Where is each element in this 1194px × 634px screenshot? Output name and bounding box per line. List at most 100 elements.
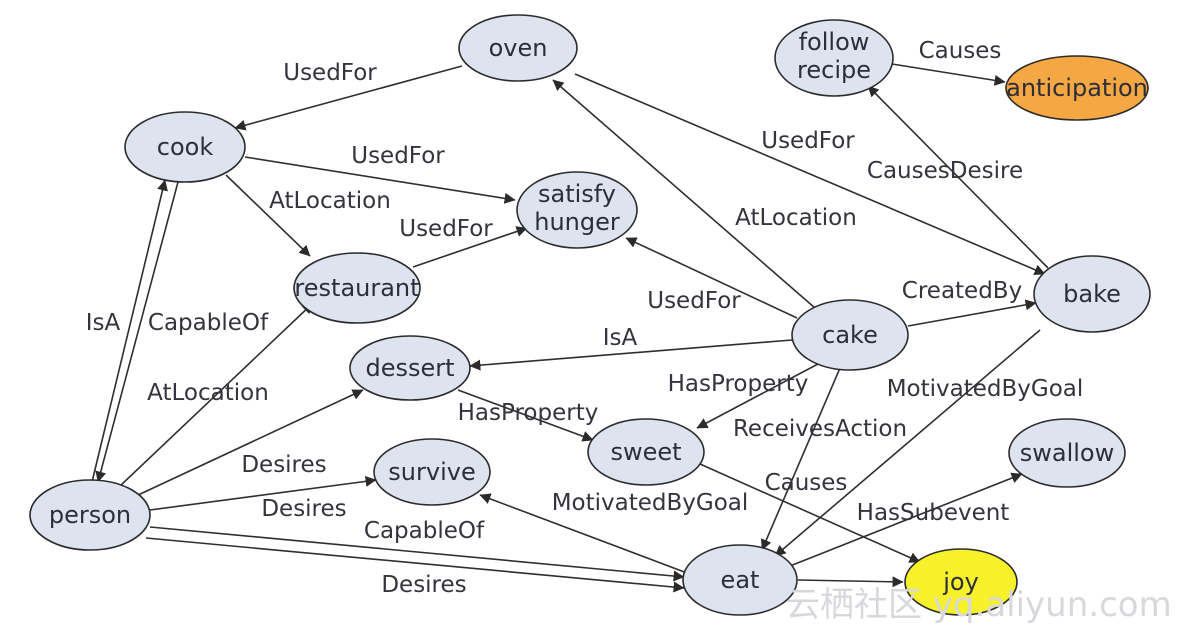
- label-cake-sweet: HasProperty: [668, 371, 809, 397]
- node-survive[interactable]: survive: [373, 438, 491, 506]
- label-person-cook-capable: CapableOf: [148, 310, 269, 336]
- node-follow-recipe[interactable]: follow recipe: [774, 19, 894, 97]
- label-bake-follow: CausesDesire: [867, 158, 1023, 184]
- node-cake-shape: [791, 299, 909, 371]
- label-restaurant-hunger: UsedFor: [399, 216, 493, 242]
- label-person-survive: Desires: [261, 496, 346, 522]
- node-eat-shape: [682, 544, 798, 616]
- edge-cake-eat: [761, 367, 841, 551]
- edge-dessert-sweet: [457, 389, 594, 442]
- node-satisfy-hunger[interactable]: satisfy hunger: [516, 171, 638, 249]
- edge-person-eat-1: [149, 526, 685, 582]
- node-dessert-label: dessert: [365, 354, 454, 382]
- edge-eat-swallow: [789, 472, 1023, 567]
- edge-cake-oven: [552, 79, 816, 309]
- node-cook[interactable]: cook: [124, 111, 246, 183]
- node-swallow-label: swallow: [1020, 439, 1115, 467]
- node-bake-label: bake: [1063, 280, 1121, 308]
- edge-oven-bake: [574, 73, 1046, 275]
- edge-bake-follow: [867, 85, 1049, 269]
- node-restaurant-label: restaurant: [294, 274, 419, 302]
- label-person-dessert: Desires: [241, 452, 326, 478]
- edge-person-cook-isa: [91, 179, 168, 483]
- label-cake-eat: ReceivesAction: [733, 416, 907, 442]
- node-follow-recipe-label-1: follow: [799, 28, 870, 56]
- node-person-shape: [29, 479, 151, 551]
- label-oven-bake: UsedFor: [761, 128, 855, 154]
- node-anticipation[interactable]: anticipation: [1005, 55, 1149, 121]
- edges: [91, 63, 1049, 593]
- label-person-restaurant: AtLocation: [147, 380, 269, 406]
- node-restaurant[interactable]: restaurant: [293, 252, 421, 324]
- label-oven-cook: UsedFor: [283, 60, 377, 86]
- edge-person-restaurant: [119, 302, 314, 487]
- watermark-text: 云栖社区 yq.aliyun.com: [786, 585, 1172, 625]
- node-cook-label: cook: [157, 133, 214, 161]
- label-eat-survive: CapableOf: [364, 518, 485, 544]
- label-bake-eat: MotivatedByGoal: [887, 376, 1084, 402]
- edge-follow-anticipation: [891, 63, 1006, 86]
- node-person[interactable]: person: [29, 479, 151, 551]
- node-swallow[interactable]: swallow: [1008, 418, 1126, 488]
- node-joy-label: joy: [942, 568, 979, 596]
- edge-cook-person-capable: [95, 181, 179, 483]
- edge-person-dessert: [135, 389, 364, 497]
- node-cake-label: cake: [822, 321, 878, 349]
- node-survive-shape: [373, 438, 491, 506]
- node-anticipation-shape: [1005, 55, 1149, 121]
- label-cook-restaurant: AtLocation: [269, 188, 391, 214]
- label-cook-hunger: UsedFor: [351, 143, 445, 169]
- label-sweet-joy: MotivatedByGoal: [552, 490, 749, 516]
- edge-cook-restaurant: [225, 174, 311, 257]
- node-bake-shape: [1033, 255, 1151, 333]
- edge-bake-eat: [774, 329, 1041, 557]
- node-oven[interactable]: oven: [458, 14, 578, 82]
- node-oven-label: oven: [489, 34, 548, 62]
- label-cake-dessert: IsA: [603, 325, 638, 351]
- node-bake[interactable]: bake: [1033, 255, 1151, 333]
- edge-restaurant-hunger: [412, 226, 528, 268]
- node-dessert[interactable]: dessert: [349, 335, 471, 401]
- node-cake[interactable]: cake: [791, 299, 909, 371]
- node-joy[interactable]: joy: [904, 548, 1018, 616]
- edge-labels: UsedFor UsedFor Causes CausesDesire Used…: [86, 38, 1084, 598]
- label-dessert-sweet: HasProperty: [458, 400, 599, 426]
- edge-person-eat-2: [145, 537, 685, 593]
- node-sweet-label: sweet: [610, 438, 681, 466]
- node-satisfy-hunger-shape: [516, 171, 638, 249]
- edge-cake-bake: [907, 299, 1037, 327]
- node-follow-recipe-shape: [774, 19, 894, 97]
- node-survive-label: survive: [388, 458, 475, 486]
- label-person-eat: Desires: [381, 572, 466, 598]
- edge-person-survive: [149, 475, 377, 511]
- label-follow-anticipation: Causes: [919, 38, 1002, 64]
- node-eat[interactable]: eat: [682, 544, 798, 616]
- node-swallow-shape: [1008, 418, 1126, 488]
- edge-eat-survive: [479, 493, 688, 574]
- node-sweet-shape: [587, 418, 705, 486]
- node-joy-shape: [904, 548, 1018, 616]
- edge-cake-sweet: [696, 363, 819, 429]
- node-restaurant-shape: [293, 252, 421, 324]
- label-cake-oven: AtLocation: [735, 205, 857, 231]
- node-oven-shape: [458, 14, 578, 82]
- edge-cake-dessert: [469, 339, 793, 371]
- edge-eat-joy: [797, 576, 904, 588]
- node-anticipation-label: anticipation: [1006, 74, 1148, 102]
- node-eat-label: eat: [721, 566, 760, 594]
- node-satisfy-hunger-label-1: satisfy: [538, 180, 616, 208]
- label-eat-swallow: HasSubevent: [857, 500, 1010, 526]
- node-sweet[interactable]: sweet: [587, 418, 705, 486]
- node-dessert-shape: [349, 335, 471, 401]
- edge-oven-cook: [234, 65, 463, 131]
- edge-cake-hunger: [625, 237, 798, 319]
- edge-cook-hunger: [244, 156, 516, 204]
- label-eat-joy: Causes: [765, 470, 848, 496]
- label-cake-hunger: UsedFor: [647, 288, 741, 314]
- edge-sweet-joy: [699, 463, 921, 563]
- nodes: oven follow recipe anticipation cook sat…: [29, 14, 1151, 616]
- node-satisfy-hunger-label-2: hunger: [534, 208, 620, 236]
- label-cake-bake: CreatedBy: [902, 278, 1022, 304]
